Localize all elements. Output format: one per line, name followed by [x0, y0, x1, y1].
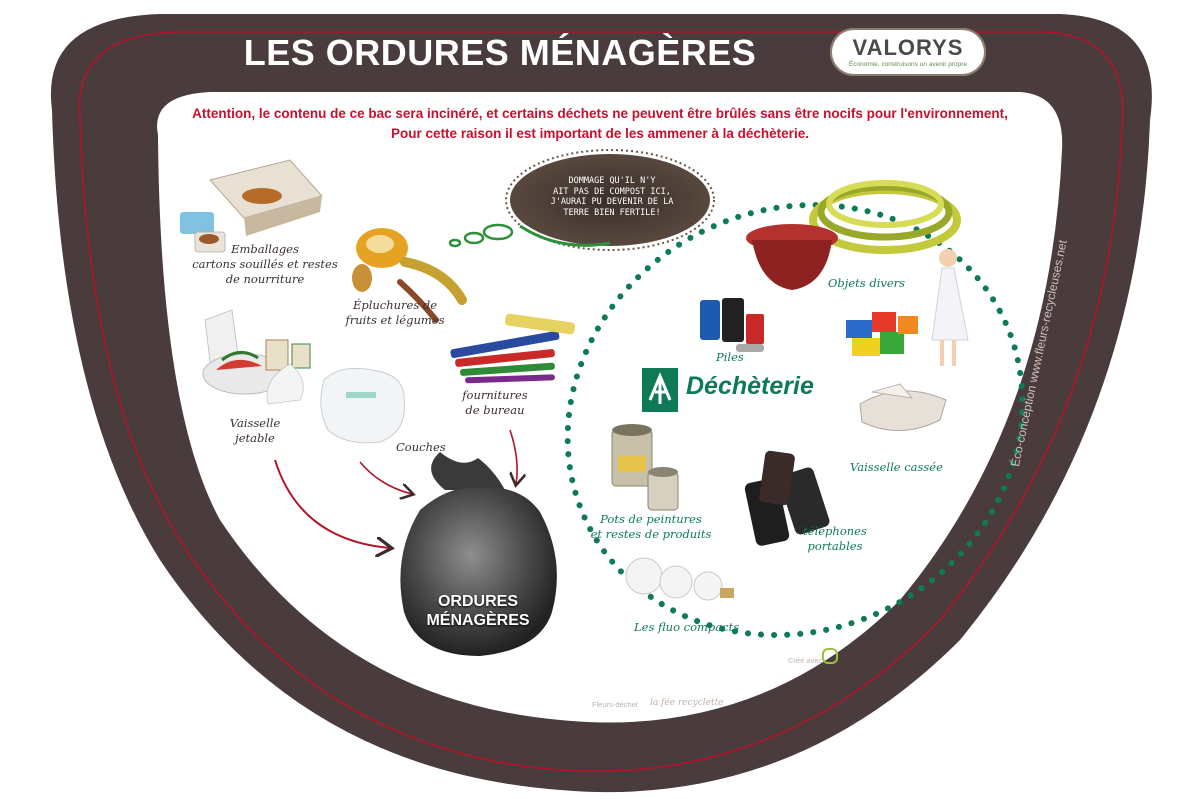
doll-illustration	[931, 249, 969, 366]
warning-line-1: Attention, le contenu de ce bac sera inc…	[192, 106, 1008, 121]
batteries-illustration	[700, 298, 764, 352]
bulbs-illustration	[625, 557, 734, 601]
diaper-illustration	[320, 367, 405, 444]
label-paint-cans: Pots de peintures et restes de produits	[590, 512, 712, 541]
dechetterie-title: Déchèterie	[686, 372, 814, 400]
label-packaging: Emballages cartons souillés et restes de…	[192, 242, 338, 286]
garbage-bag-label: ORDURES MÉNAGÈRES	[426, 593, 530, 629]
phones-illustration	[744, 450, 830, 546]
thought-dot-3	[448, 238, 462, 248]
packaging-illustration	[180, 159, 323, 253]
credit-bottom: Fleurs-déchet	[592, 700, 638, 709]
credit-small: Créé avec	[788, 656, 823, 665]
arrow-diaper	[359, 461, 412, 494]
garbage-bag-illustration	[400, 452, 557, 656]
recycle-icon	[822, 648, 838, 664]
label-phones: téléphones portables	[803, 524, 867, 553]
broken-dishes-illustration	[859, 383, 947, 431]
logo-tagline: Économie, construisons un avenir propre	[848, 61, 968, 68]
compost-bubble-text: DOMMAGE QU'IL N'Y AIT PAS DE COMPOST ICI…	[550, 176, 674, 218]
label-office-supplies: fournitures de bureau	[462, 388, 528, 417]
peelings-illustration	[352, 228, 467, 323]
arrow-tableware	[274, 459, 390, 548]
thought-dot-1	[482, 223, 514, 241]
colander-illustration	[746, 224, 838, 290]
label-misc-objects: Objets divers	[828, 276, 906, 290]
office-supplies-illustration	[450, 313, 575, 384]
warning-line-2: Pour cette raison il est important de le…	[391, 126, 809, 141]
thought-dot-2	[463, 231, 485, 245]
logo-name: VALORYS	[852, 35, 964, 60]
paint-cans-illustration	[611, 424, 679, 511]
label-tableware: Vaisselle jetable	[229, 416, 281, 445]
label-batteries: Piles	[716, 350, 744, 364]
frame-red-line	[78, 31, 1124, 773]
credit-signature: la fée recyclette	[650, 698, 724, 708]
tableware-illustration	[202, 309, 311, 405]
toy-bricks-illustration	[846, 312, 918, 356]
label-fluo-compacts: Les fluo compacts	[634, 620, 740, 634]
dechetterie-zone	[564, 201, 1026, 639]
label-peelings: Épluchures de fruits et légumes	[345, 298, 445, 327]
label-diapers: Couches	[396, 440, 446, 454]
page-title: LES ORDURES MÉNAGÈRES	[243, 32, 757, 73]
hose-illustration	[809, 180, 961, 254]
label-broken-dishes: Vaisselle cassée	[850, 460, 943, 474]
arrow-office	[510, 429, 517, 484]
valorys-logo: VALORYS Économie, construisons un avenir…	[830, 28, 986, 76]
compost-bubble-soil	[510, 154, 710, 246]
